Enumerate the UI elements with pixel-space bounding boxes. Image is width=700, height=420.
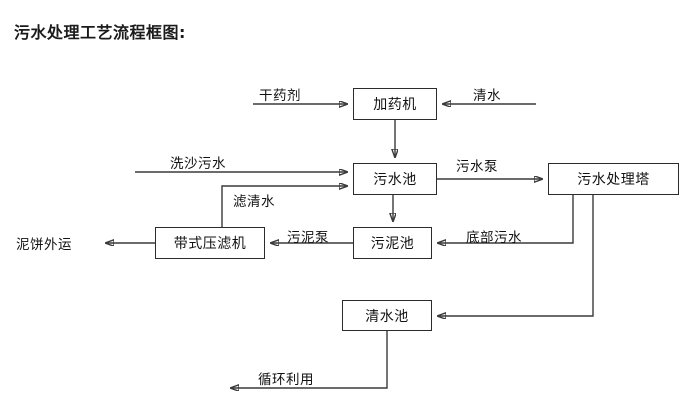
node-label: 污水处理塔 xyxy=(577,172,650,188)
label-bottom-wastewater: 底部污水 xyxy=(466,230,522,246)
label-sludge-pump: 污泥泵 xyxy=(287,230,329,246)
edge-clean-water-pool-to-reuse xyxy=(231,331,388,388)
node-belt-filter-press[interactable]: 带式压滤机 xyxy=(155,227,265,259)
node-label: 污水池 xyxy=(373,172,417,188)
node-dosing-machine[interactable]: 加药机 xyxy=(353,88,437,120)
label-filtered-clean-water: 滤清水 xyxy=(233,194,275,210)
label-clean-water-in: 清水 xyxy=(473,88,501,104)
node-label: 清水池 xyxy=(365,308,409,325)
label-wastewater-pump: 污水泵 xyxy=(456,159,498,175)
node-label: 加药机 xyxy=(373,97,417,113)
edge-tower-to-sludge-pool xyxy=(438,195,574,243)
node-wastewater-pool[interactable]: 污水池 xyxy=(353,163,437,195)
label-sand-wash-wastewater: 洗沙污水 xyxy=(170,156,226,172)
edge-tower-to-clean-water-pool xyxy=(438,195,594,316)
node-clean-water-pool[interactable]: 清水池 xyxy=(342,300,432,331)
label-dry-chemical: 干药剂 xyxy=(259,88,301,104)
label-recycle-reuse: 循环利用 xyxy=(258,372,314,388)
label-mud-cake-out: 泥饼外运 xyxy=(16,237,72,253)
node-sludge-pool[interactable]: 污泥池 xyxy=(353,227,432,259)
page-title: 污水处理工艺流程框图: xyxy=(14,23,186,42)
node-treatment-tower[interactable]: 污水处理塔 xyxy=(548,163,679,195)
node-label: 带式压滤机 xyxy=(173,236,247,252)
edge-filtrate-to-wastewater-pool xyxy=(221,186,347,227)
node-label: 污泥池 xyxy=(370,236,415,252)
